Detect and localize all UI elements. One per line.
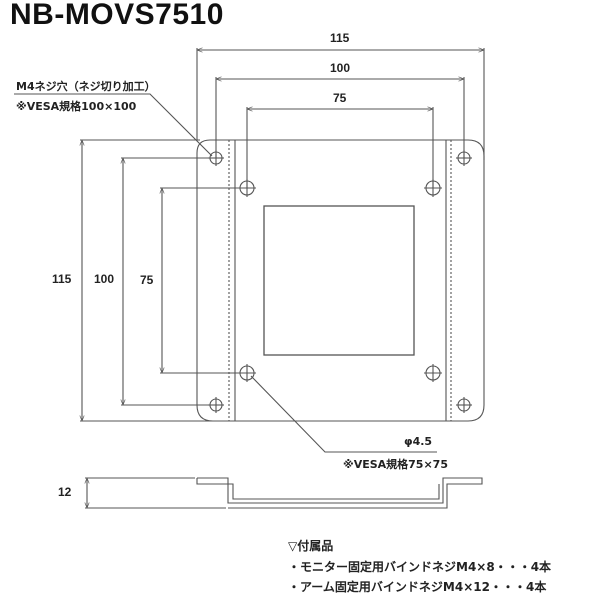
center-cutout xyxy=(263,205,415,356)
accessory-item: ・モニター固定用バインドネジM4×8・・・4本 xyxy=(288,560,552,574)
dim-top-100: 100 xyxy=(330,61,351,75)
product-model-title: NB-MOVS7510 xyxy=(10,0,224,31)
callout-vesa-75: ※VESA規格75×75 xyxy=(343,458,448,471)
dim-top-75: 75 xyxy=(333,91,347,105)
dimension-left-75 xyxy=(160,187,247,374)
holes-75 xyxy=(238,179,442,382)
m4-holes-100 xyxy=(208,150,472,413)
callout-m4-hole: M4ネジ穴（ネジ切り加工） xyxy=(16,80,156,93)
dimension-top-75 xyxy=(246,107,434,188)
dim-top-115: 115 xyxy=(330,31,350,45)
plate-outline xyxy=(196,139,485,422)
dimension-left-115 xyxy=(80,139,215,422)
dimension-top-115 xyxy=(196,48,485,160)
leader-hole-75 xyxy=(250,375,437,453)
leader-m4-hole xyxy=(14,93,213,157)
callout-vesa-100: ※VESA規格100×100 xyxy=(16,100,137,113)
dim-left-115: 115 xyxy=(52,272,72,286)
callout-hole-diameter: φ4.5 xyxy=(404,435,433,448)
accessory-item: ・アーム固定用バインドネジM4×12・・・4本 xyxy=(288,580,547,594)
accessories-heading: ▽付属品 xyxy=(288,539,334,553)
dim-left-75: 75 xyxy=(140,273,154,287)
dim-thickness-12: 12 xyxy=(58,485,72,499)
side-profile xyxy=(85,477,483,509)
dimension-top-100 xyxy=(215,77,465,158)
dimension-left-100 xyxy=(121,157,216,406)
dim-left-100: 100 xyxy=(94,272,115,286)
